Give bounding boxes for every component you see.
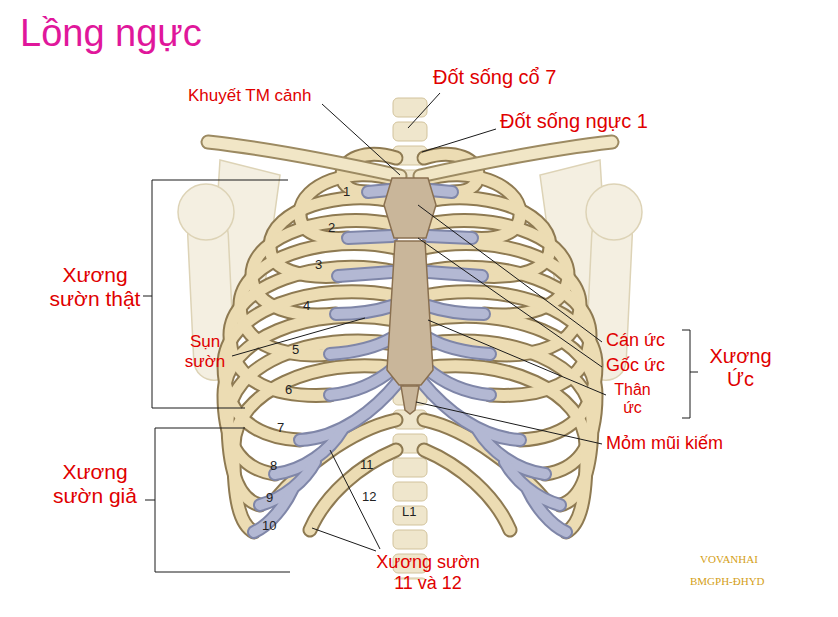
anatomy-label: Cán ức [606,330,665,351]
rib-number: 4 [303,299,310,314]
page-title: Lồng ngực [20,12,202,56]
rib-number: 1 [343,185,350,200]
rib-number: 5 [292,343,299,358]
sternum-body [387,241,433,385]
rib-number: 2 [328,221,335,236]
leader-lines [322,104,400,175]
manubrium [384,178,436,238]
brackets [682,330,690,418]
group-label: Xương sườn giả [45,460,145,508]
rib-number: 3 [315,258,322,273]
brackets [145,500,155,501]
leader-lines [416,402,602,444]
leader-lines [418,238,602,367]
leader-lines [422,129,496,152]
anatomy-label: Xương sườn 11 và 12 [372,552,484,593]
group-label: Xương Ức [703,345,778,391]
leader-lines [418,205,602,342]
leader-lines [312,528,376,551]
brackets [690,372,698,373]
sternum [384,178,436,414]
anatomy-label: Gốc ức [606,355,665,376]
anatomy-label: Đốt sống cổ 7 [433,66,556,89]
leader-lines [428,320,606,395]
rib-number: 6 [285,383,292,398]
leader-lines [330,450,380,549]
ribs [224,154,596,532]
rib-number: 9 [266,491,273,506]
rib-number: 7 [277,421,284,436]
watermark: VOVANHAI [700,553,758,566]
brackets [143,296,152,297]
leader-lines [408,93,440,128]
anatomy-label: Khuyết TM cảnh [188,86,311,106]
rib-number: 12 [362,490,376,505]
brackets [152,180,288,408]
vertebra-label: L1 [402,505,416,520]
rib-number: 10 [262,519,276,534]
brackets [143,180,698,572]
xiphoid-process [401,386,419,414]
anatomy-label: Thân ức [610,381,655,418]
right-clavicle [420,142,612,176]
leader-lines [232,93,606,551]
left-clavicle [208,142,400,176]
anatomy-label: Đốt sống ngực 1 [500,110,648,133]
left-ribs [224,154,398,532]
right-ribs [422,154,596,532]
group-label: Xương sườn thật [45,263,145,311]
clavicles [208,142,612,176]
rib-number: 8 [270,459,277,474]
rib-number: 11 [360,458,374,473]
watermark: BMGPH-ĐHYD [690,575,765,588]
brackets [155,428,290,572]
anatomy-label: Mỏm mũi kiếm [606,433,723,454]
anatomy-label: Sụn sườn [180,332,230,371]
